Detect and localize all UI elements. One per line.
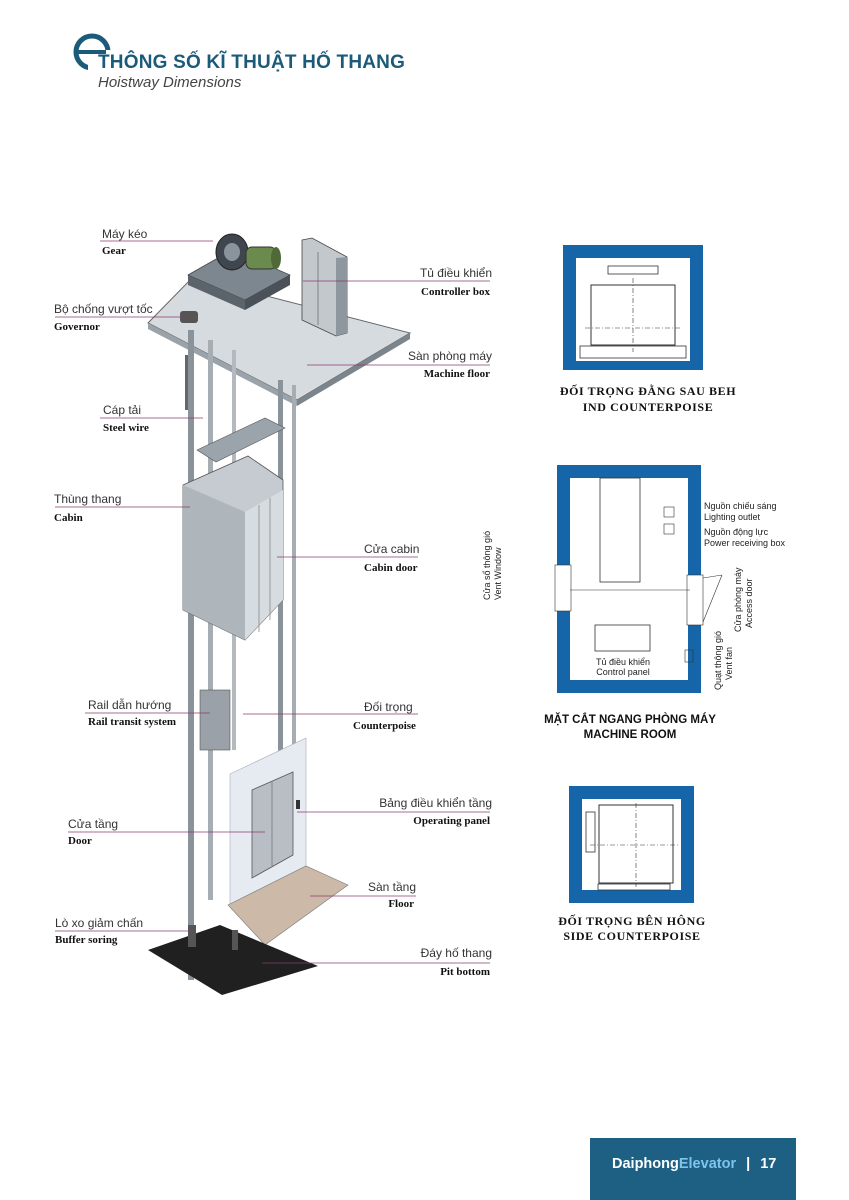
elevator-illustration [147, 233, 412, 995]
steel-wire-label-en: Steel wire [103, 422, 149, 434]
rail-label-en: Rail transit system [88, 716, 176, 728]
access-door-label-vn: Cửa phòng máy [733, 567, 743, 632]
behind-caption-2: IND COUNTERPOISE [582, 400, 714, 414]
door-label-en: Door [68, 835, 92, 847]
floor-label-en: Floor [388, 898, 414, 910]
operating-panel-label-vn: Bảng điều khiển tầng [379, 796, 492, 810]
governor-label-en: Governor [54, 321, 100, 333]
page-title: THÔNG SỐ KĨ THUẬT HỐ THANG [98, 52, 406, 73]
cabin-label-en: Cabin [54, 512, 83, 524]
lighting-label-vn: Nguồn chiếu sáng [704, 501, 777, 511]
vent-window-label-en: Vent Window [493, 547, 503, 600]
machine-floor-label-vn: Sàn phòng máy [407, 349, 492, 363]
power-label-vn: Nguồn động lực [704, 527, 769, 537]
side-counterpoise-diagram [569, 786, 694, 903]
control-panel-label-vn: Tủ điều khiển [595, 657, 651, 667]
page-number: 17 [760, 1156, 777, 1172]
door-label-vn: Cửa tầng [68, 817, 119, 831]
controller-label-vn: Tủ điều khiển [419, 266, 492, 280]
behind-counterpoise-diagram [563, 245, 703, 370]
brand-suffix: Elevator [678, 1156, 737, 1172]
machine-room-diagram [554, 465, 723, 693]
pit-label-vn: Đáy hố thang [420, 946, 492, 960]
buffer-label-vn: Lò xo giảm chấn [55, 916, 144, 930]
control-panel-label-en: Control panel [596, 667, 650, 677]
footer-bar: DaiphongElevator | 17 [590, 1138, 796, 1200]
power-label-en: Power receiving box [704, 538, 786, 548]
vent-fan-label-en: Vent fan [724, 646, 734, 680]
lighting-label-en: Lighting outlet [704, 512, 761, 522]
machine-room-caption-1: MẶT CẮT NGANG PHÒNG MÁY [544, 714, 716, 726]
counterpoise-label-vn: Đối trọng [364, 700, 413, 714]
behind-caption-1: ĐỐI TRỌNG ĐẰNG SAU BEH [559, 384, 737, 398]
footer-brand: DaiphongElevator | 17 [612, 1156, 776, 1172]
buffer-label-en: Buffer soring [55, 934, 118, 946]
floor-label-vn: Sàn tầng [367, 880, 416, 894]
rail-label-vn: Rail dẫn hướng [88, 698, 172, 712]
leader-lines [55, 240, 490, 964]
cabin-door-label-en: Cabin door [364, 562, 418, 574]
controller-label-en: Controller box [421, 286, 490, 298]
vent-window-label-vn: Cửa sổ thông gió [482, 530, 492, 600]
machine-floor-label-en: Machine floor [423, 368, 490, 380]
page-subtitle: Hoistway Dimensions [98, 74, 242, 91]
counterpoise-label-en: Counterpoise [353, 720, 416, 732]
pit-label-en: Pit bottom [440, 966, 490, 978]
operating-panel-label-en: Operating panel [413, 815, 490, 827]
brand-name: Daiphong [612, 1156, 679, 1172]
vent-fan-label-vn: Quạt thông gió [713, 630, 723, 690]
side-caption-2: SIDE COUNTERPOISE [563, 929, 701, 943]
cabin-label-vn: Thùng thang [54, 492, 122, 506]
machine-room-caption-2: MACHINE ROOM [583, 729, 677, 741]
gear-label-en: Gear [102, 245, 126, 257]
governor-label-vn: Bộ chống vượt tốc [54, 302, 153, 316]
access-door-label-en: Access door [744, 578, 754, 628]
logo-icon [73, 33, 114, 72]
cabin-door-label-vn: Cửa cabin [364, 542, 420, 556]
side-caption-1: ĐỐI TRỌNG BÊN HÔNG [558, 914, 706, 928]
footer-separator: | [746, 1156, 751, 1172]
steel-wire-label-vn: Cáp tải [103, 403, 142, 417]
gear-label-vn: Máy kéo [102, 227, 148, 241]
